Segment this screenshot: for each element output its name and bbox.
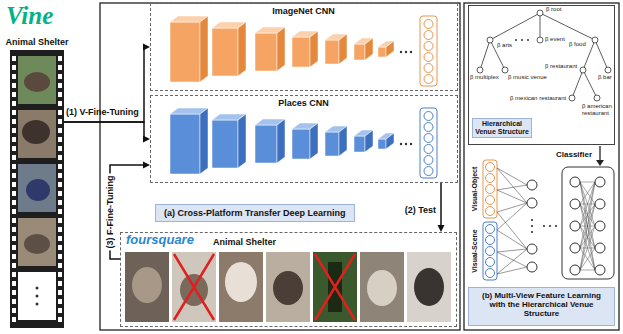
- tree-label: β music venue: [508, 74, 547, 81]
- venue-tree: [477, 10, 611, 101]
- tree-label: β mexican restaurant: [510, 95, 566, 102]
- arrowhead: [143, 162, 150, 169]
- tree-label: β event: [545, 36, 565, 43]
- filmstrip: Animal Shelter: [10, 50, 64, 328]
- photo-row: [125, 252, 451, 322]
- vector-label: Visual-Object: [471, 167, 479, 212]
- node-text: Animal Shelter: [2, 37, 72, 47]
- node-text: (a) Cross-Platform Transfer Deep Learnin…: [156, 205, 354, 221]
- caption-box: (a) Cross-Platform Transfer Deep Learnin…: [155, 204, 355, 222]
- connector-line: [64, 47, 146, 122]
- caption-box: (b) Multi-View Feature Learning with the…: [468, 287, 615, 326]
- connector: [64, 44, 150, 123]
- connector-line: [64, 122, 146, 139]
- cnn-picture: [170, 16, 437, 86]
- tree-label: β restaurant: [545, 63, 577, 70]
- node-text: ImageNet CNN: [151, 6, 456, 16]
- node-text: Animal Shelter: [213, 237, 276, 247]
- filmstrip-picture: [10, 50, 64, 328]
- tree-label: β bar: [598, 74, 612, 81]
- tree-label: β root: [546, 6, 561, 13]
- step-label: (2) Test: [405, 205, 436, 215]
- connector-line: [440, 183, 442, 228]
- panel-outline: [100, 3, 619, 330]
- tree-label: β food: [569, 41, 586, 48]
- connector: [64, 122, 150, 143]
- feature-network: [483, 160, 614, 280]
- node-text: Places CNN: [151, 98, 456, 108]
- connector: [438, 183, 445, 232]
- tree-label: β american restaurant: [582, 103, 614, 117]
- arrowhead: [143, 136, 150, 143]
- cnn-box: Places CNN: [150, 95, 458, 183]
- node-text: foursquare: [126, 233, 194, 248]
- cnn-picture: [170, 108, 437, 178]
- tree-label: β multiplex: [470, 74, 499, 81]
- tree-label: β arts: [497, 42, 512, 49]
- arrowhead: [143, 44, 150, 51]
- tree-arrow: [596, 146, 604, 166]
- test-box: foursquare Animal Shelter: [120, 232, 457, 327]
- logo-text: Vine: [6, 2, 53, 31]
- step-label: (3) F-Fine-Tuning: [105, 174, 115, 251]
- classifier-label: Classifier: [556, 150, 592, 159]
- node-text: (b) Multi-View Feature Learning with the…: [469, 288, 614, 322]
- cnn-box: ImageNet CNN: [150, 3, 458, 91]
- arrowhead: [438, 225, 445, 232]
- node-text: Hierarchical Venue Structure: [472, 118, 532, 138]
- step-label: (1) V-Fine-Tuning: [66, 107, 139, 117]
- vector-label: Visual-Scene: [471, 229, 479, 272]
